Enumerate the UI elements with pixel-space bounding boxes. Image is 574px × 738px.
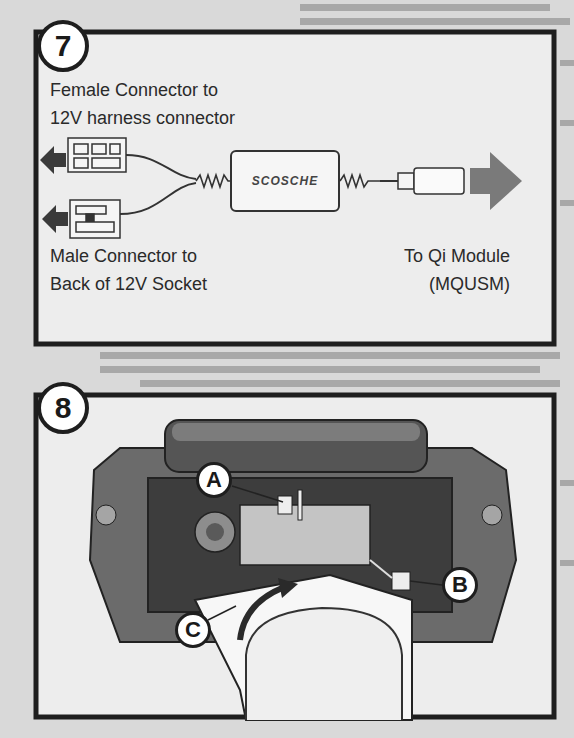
female-connector <box>68 138 126 172</box>
text-line <box>300 18 570 25</box>
12v-socket-hole <box>206 523 224 541</box>
text-line <box>560 120 574 126</box>
wire <box>298 490 302 520</box>
step-panel <box>36 32 554 344</box>
strain-relief <box>196 175 230 187</box>
mount-hole <box>96 505 116 525</box>
step-number: 8 <box>37 382 89 434</box>
male-connector <box>70 200 120 238</box>
text-line <box>100 366 540 373</box>
callout-text: 7 <box>55 31 72 61</box>
wire <box>126 155 196 179</box>
wire <box>380 180 398 182</box>
text-line <box>560 560 574 566</box>
storage-bin <box>246 608 402 720</box>
connector-pin <box>74 158 88 168</box>
brand-text: SCOSCHE <box>252 175 318 187</box>
leader-line <box>208 606 236 620</box>
connector-pin <box>92 158 120 168</box>
text-line <box>140 380 560 387</box>
connector-label: Male Connector to Back of 12V Socket <box>50 242 235 298</box>
connector-label: Female Connector to 12V harness connecto… <box>50 76 250 132</box>
connector-body <box>70 200 120 238</box>
text-line <box>560 480 574 486</box>
adapter-module: SCOSCHE <box>230 150 340 212</box>
direction-arrow <box>42 205 68 233</box>
text-line <box>560 60 574 66</box>
leader-line <box>410 581 442 585</box>
text-line <box>560 200 574 206</box>
text-line <box>300 4 550 11</box>
wire <box>370 560 392 578</box>
text-line <box>100 352 560 359</box>
step-number: 7 <box>37 20 89 72</box>
callout-letter: A <box>196 462 232 498</box>
connector-pin <box>110 144 120 154</box>
callout-text: 8 <box>55 393 72 423</box>
connector-pin <box>76 222 114 232</box>
callout-letter: C <box>175 612 211 648</box>
adapter-connector <box>392 572 410 590</box>
usb-plug-collar <box>398 173 414 189</box>
circle-outline <box>177 614 210 647</box>
12v-socket <box>195 512 235 552</box>
connector-body <box>68 138 126 172</box>
circle-outline <box>39 22 87 70</box>
cover-panel <box>195 575 412 720</box>
lid-highlight <box>172 423 420 441</box>
direction-arrow <box>40 146 66 174</box>
mount-hole <box>482 505 502 525</box>
bracket <box>240 505 370 565</box>
harness-connector <box>278 496 292 514</box>
connector-pin <box>74 144 88 154</box>
circle-outline <box>198 464 231 497</box>
callout-letter: B <box>442 567 478 603</box>
leader-line <box>232 486 283 502</box>
direction-arrow <box>470 152 522 210</box>
circle-outline <box>39 384 87 432</box>
callout-text: A <box>206 469 222 491</box>
connector-latch <box>76 206 106 214</box>
callout-text: C <box>185 619 201 641</box>
curved-arrow <box>240 588 282 640</box>
strain-relief <box>340 175 380 187</box>
arrow-head <box>278 578 298 598</box>
wire <box>120 183 196 214</box>
console-lid <box>165 420 427 472</box>
destination-label: To Qi Module (MQUSM) <box>392 242 510 298</box>
connector-pin <box>92 144 106 154</box>
circle-outline <box>444 569 477 602</box>
usb-plug <box>414 168 464 194</box>
callout-text: B <box>452 574 468 596</box>
